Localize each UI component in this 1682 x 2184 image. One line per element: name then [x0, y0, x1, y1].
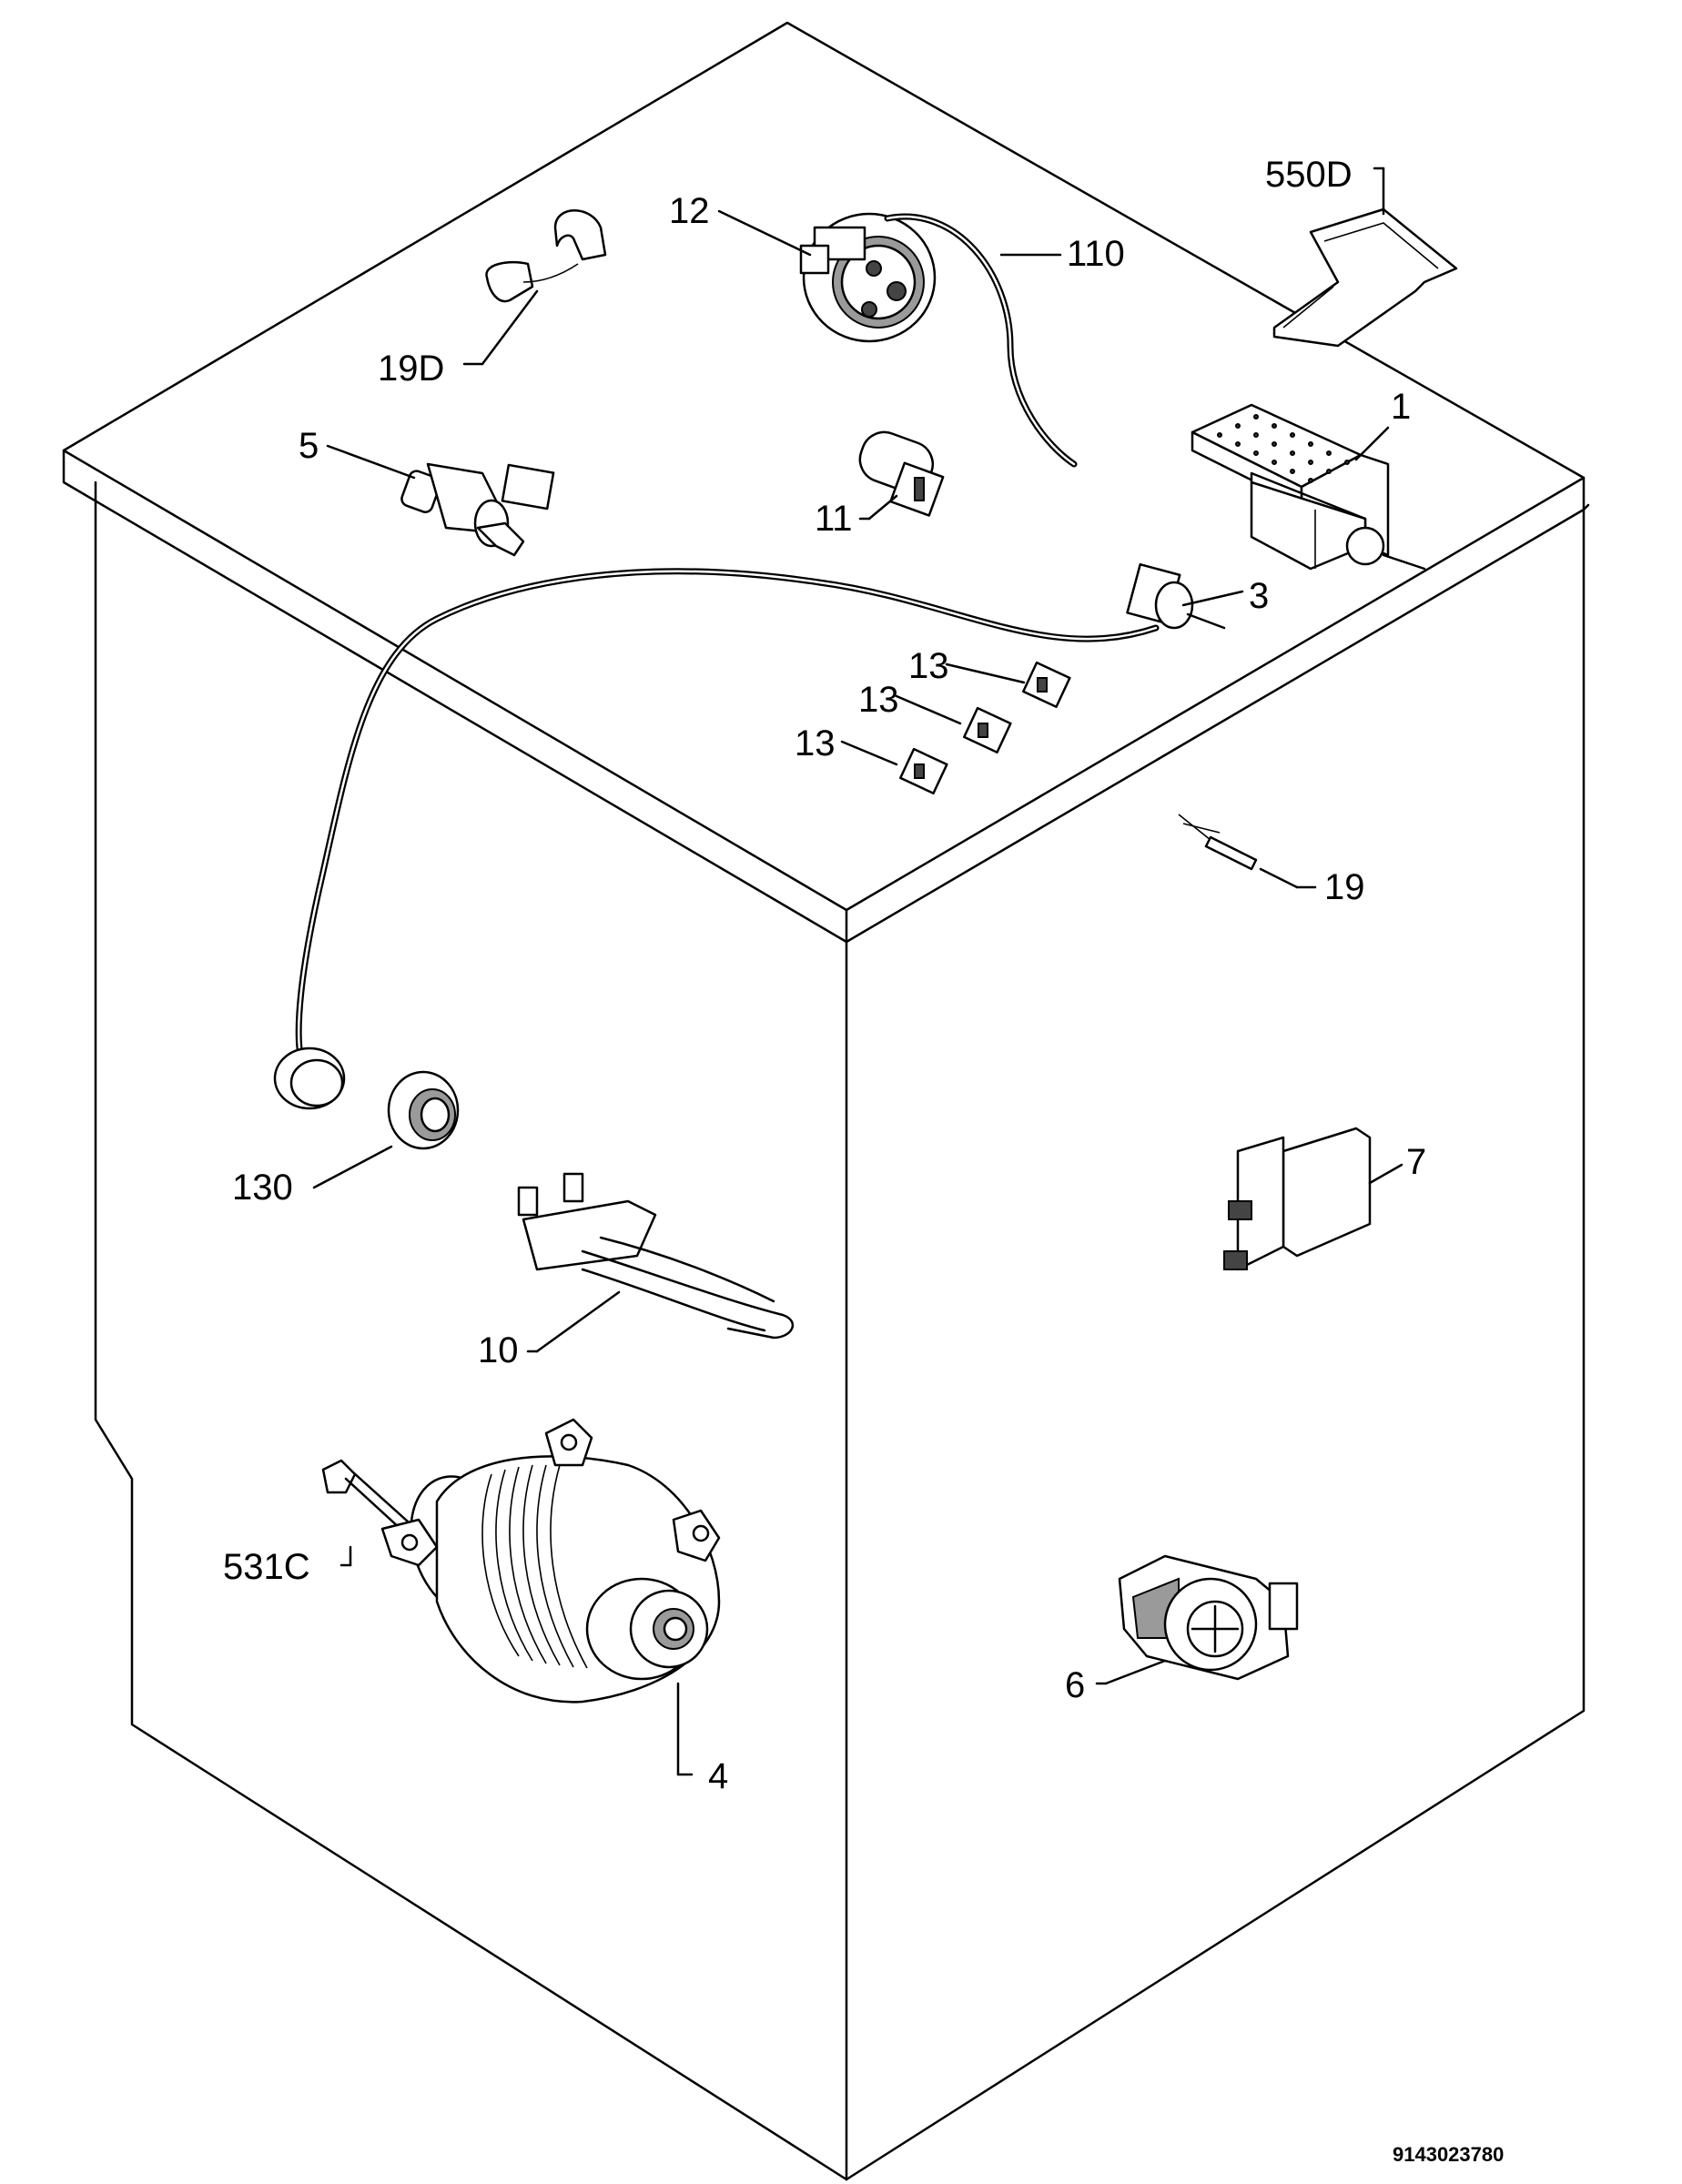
- callout-531c: 531C: [223, 1547, 310, 1587]
- part-4-pump: [380, 1418, 721, 1776]
- callout-12: 12: [669, 191, 710, 231]
- document-number: 9143023780: [1393, 2143, 1504, 2166]
- part-13-connectors: [840, 661, 1071, 795]
- callout-7: 7: [1406, 1142, 1426, 1182]
- callout-19: 19: [1324, 867, 1365, 907]
- part-5-inlet-valve: [326, 444, 555, 557]
- callout-19d: 19D: [378, 349, 444, 389]
- connector-1: [945, 661, 1071, 709]
- callout-13c: 13: [795, 723, 836, 763]
- callout-10: 10: [478, 1330, 519, 1370]
- callout-4: 4: [708, 1756, 728, 1796]
- callout-labels: 550D 12 110 19D 1 5 11 3 13 13 13 19 7 1…: [223, 155, 1504, 2166]
- part-cable-harness: [273, 568, 1160, 1110]
- part-3-thermostat: [1126, 562, 1244, 630]
- pump-coil-lines: [481, 1464, 588, 1669]
- part-19d-clips: [462, 209, 607, 366]
- cabinet-outline: [62, 21, 1590, 2181]
- callout-550d: 550D: [1265, 155, 1353, 195]
- part-1-timer: [1191, 403, 1426, 571]
- callout-110: 110: [1067, 234, 1125, 274]
- part-550d-bracket: [1272, 167, 1458, 348]
- callout-13a: 13: [908, 646, 949, 686]
- part-130-grommet: [312, 1070, 460, 1189]
- callout-5: 5: [299, 426, 319, 466]
- part-19-sensor: [1178, 814, 1317, 889]
- part-6-switch: [1095, 1554, 1299, 1685]
- part-12-pressure-switch: [717, 209, 937, 343]
- timer-grid: [1217, 414, 1350, 483]
- callout-130: 130: [232, 1168, 293, 1208]
- callout-11: 11: [815, 499, 853, 539]
- callout-3: 3: [1249, 576, 1269, 616]
- part-7-door-lock: [1223, 1127, 1403, 1271]
- part-10-heating-element: [517, 1172, 795, 1353]
- connector-3: [840, 740, 948, 795]
- connector-2: [895, 694, 1012, 754]
- part-11-capacitor: [858, 430, 945, 521]
- part-110-hose: [884, 213, 1078, 468]
- callout-13b: 13: [858, 680, 899, 720]
- callout-1: 1: [1391, 387, 1411, 427]
- callout-6: 6: [1065, 1665, 1085, 1705]
- part-531c-screw: [321, 1459, 410, 1567]
